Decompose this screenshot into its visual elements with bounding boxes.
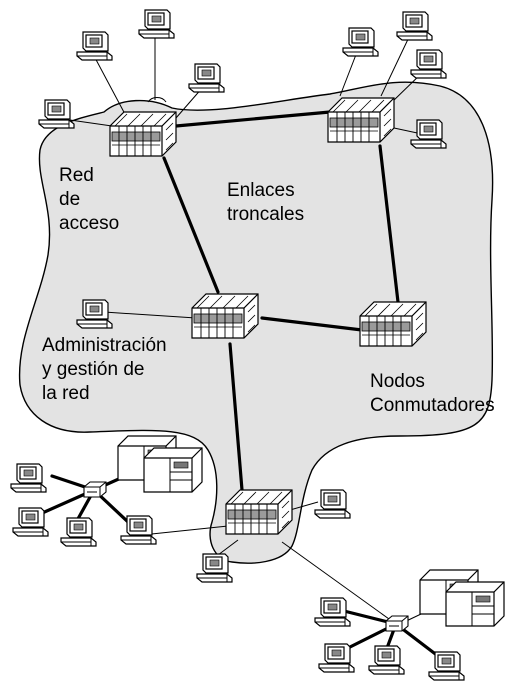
computer-terminal-icon	[314, 489, 351, 519]
computer-terminal-icon	[410, 49, 447, 79]
label-access-network: Red de acceso	[59, 165, 119, 234]
computer-terminal-icon	[188, 63, 225, 93]
server-rack-icon	[445, 581, 505, 627]
computer-terminal-icon	[10, 463, 47, 493]
computer-terminal-icon	[196, 553, 233, 583]
computer-terminal-icon	[318, 643, 355, 673]
computer-terminal-icon	[38, 99, 75, 129]
hub-icon	[385, 615, 409, 632]
computer-terminal-icon	[76, 31, 113, 61]
computer-terminal-icon	[342, 27, 379, 57]
switch-node-top-right	[327, 97, 395, 143]
switch-node-right	[359, 301, 427, 347]
computer-terminal-icon	[428, 651, 465, 681]
label-trunk-links: Enlaces troncales	[227, 180, 304, 225]
switch-node-bottom	[225, 489, 293, 535]
computer-terminal-icon	[12, 507, 49, 537]
label-switching-nodes: Nodos Conmutadores	[370, 371, 495, 416]
label-management: Administración y gestión de la red	[42, 335, 172, 404]
computer-terminal-icon	[138, 9, 175, 39]
computer-terminal-icon	[368, 645, 405, 675]
switch-node-access	[109, 111, 177, 157]
server-rack-icon	[143, 447, 203, 493]
computer-terminal-icon	[396, 11, 433, 41]
computer-terminal-icon	[60, 517, 97, 547]
hub-icon	[83, 481, 107, 498]
computer-terminal-icon	[314, 597, 351, 627]
switch-node-center	[191, 293, 259, 339]
